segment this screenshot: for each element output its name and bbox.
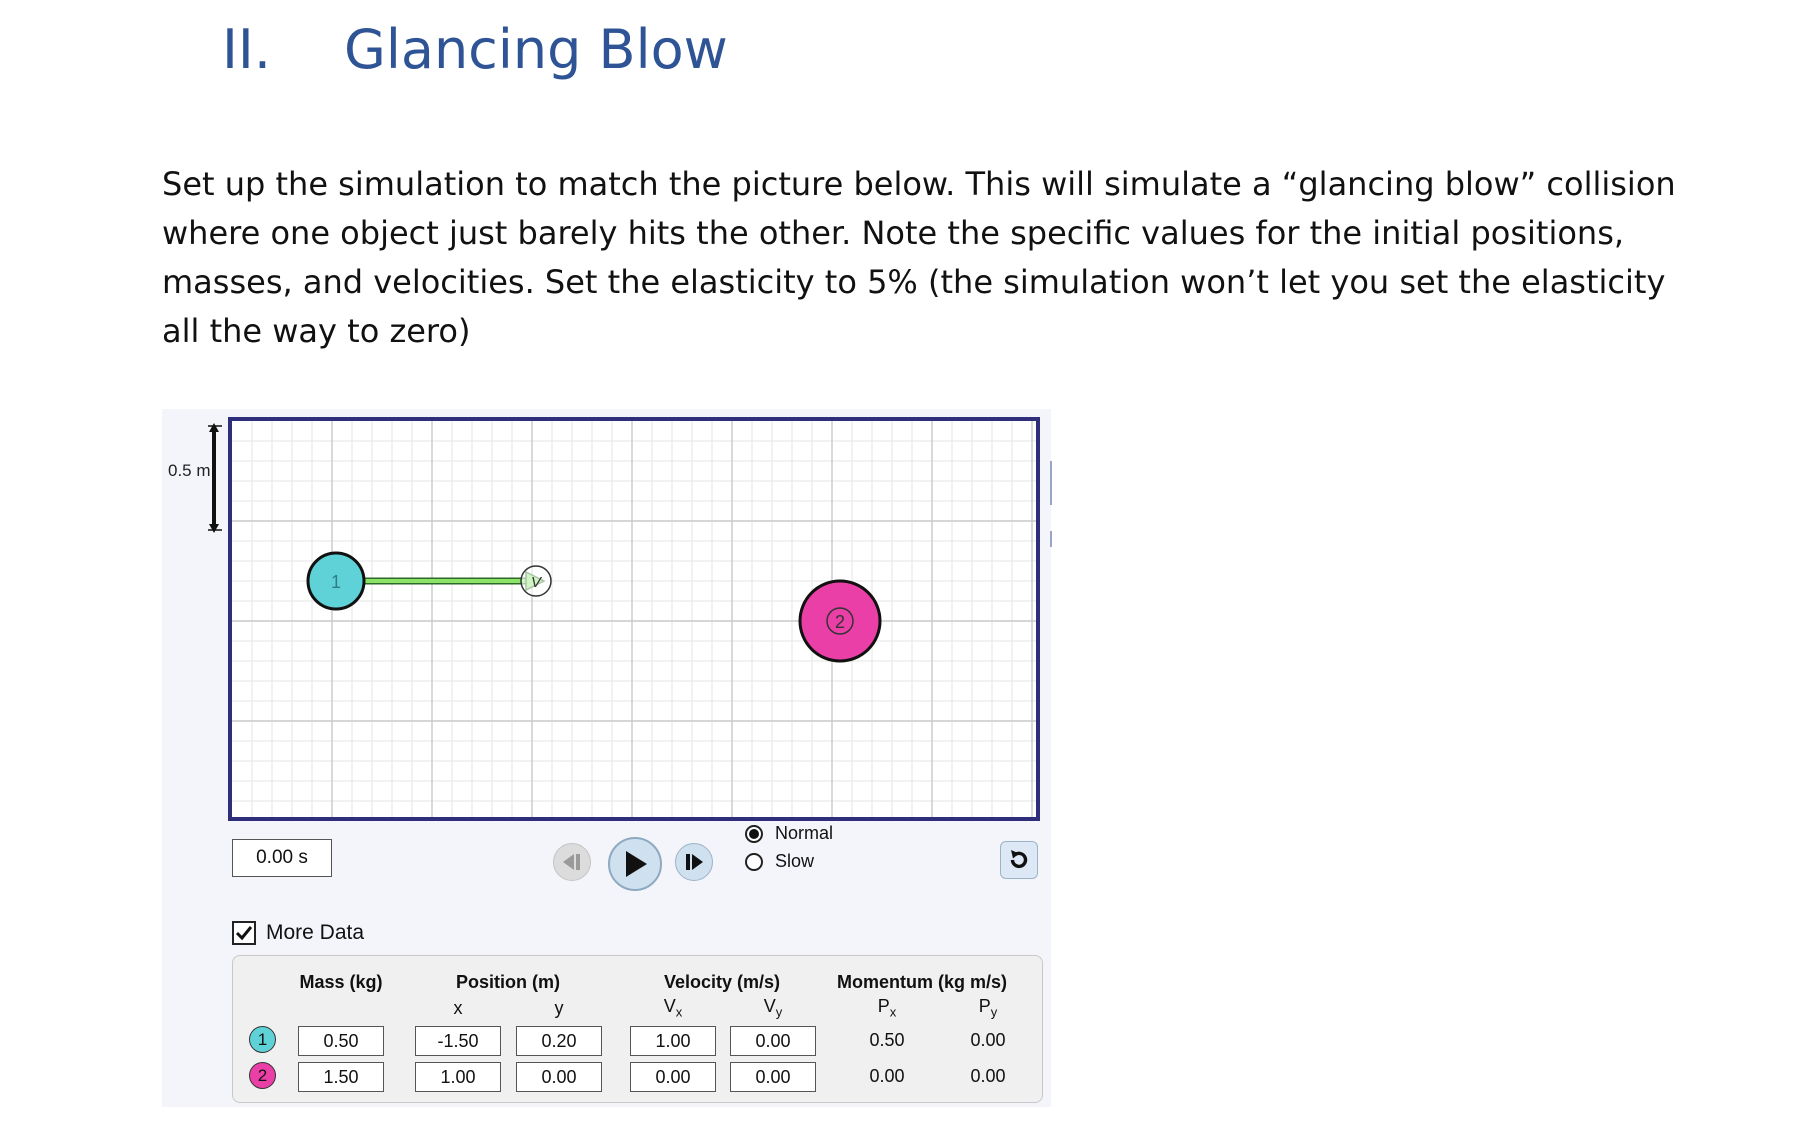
y-input-ball-1[interactable]: 0.20	[516, 1026, 602, 1056]
col-x-label: x	[453, 998, 463, 1018]
section-title: Glancing Blow	[344, 18, 728, 81]
section-number: II.	[222, 18, 272, 81]
play-area[interactable]: V 1 2	[228, 417, 1040, 821]
step-forward-button[interactable]	[675, 843, 713, 881]
vy-input-ball-2[interactable]: 0.00	[730, 1062, 816, 1092]
velocity-handle-label: V	[531, 574, 543, 591]
row-badge-ball-1: 1	[249, 1026, 276, 1053]
py-value-ball-1: 0.00	[970, 1030, 1006, 1050]
row-badge-ball-2: 2	[249, 1062, 276, 1089]
checkmark-icon	[235, 926, 253, 941]
panel-edge-mark	[1050, 531, 1052, 547]
vx-input-ball-2[interactable]: 0.00	[630, 1062, 716, 1092]
col-py-label: Py	[978, 996, 998, 1020]
col-vx-label: Vx	[663, 996, 683, 1020]
step-back-button[interactable]	[553, 843, 591, 881]
position-header: Position (m)	[456, 972, 560, 992]
col-y-label: y	[554, 998, 564, 1018]
speed-option-label: Normal	[775, 823, 834, 843]
mass-input-ball-2[interactable]: 1.50	[298, 1062, 384, 1092]
col-vy-label: Vy	[763, 996, 783, 1020]
reset-button[interactable]	[1000, 841, 1038, 879]
momentum-header: Momentum (kg m/s)	[836, 972, 1008, 992]
play-button[interactable]	[608, 837, 662, 891]
scale-bar	[208, 423, 222, 533]
section-heading: II. Glancing Blow	[222, 12, 728, 88]
ball-2-badge	[826, 607, 854, 635]
reset-icon	[1010, 850, 1028, 869]
velocity-handle[interactable]	[520, 565, 552, 597]
col-px-label: Px	[877, 996, 897, 1020]
x-input-ball-1[interactable]: -1.50	[415, 1026, 501, 1056]
scale-label: 0.5 m	[168, 461, 211, 480]
more-data-toggle[interactable]: More Data	[232, 921, 364, 945]
velocity-header: Velocity (m/s)	[663, 972, 781, 992]
time-display: 0.00 s	[232, 839, 332, 877]
px-value-ball-1: 0.50	[869, 1030, 905, 1050]
mass-input-ball-1[interactable]: 0.50	[298, 1026, 384, 1056]
speed-option-slow[interactable]: Slow	[745, 851, 814, 872]
collision-simulation: 0.5 m V 1 2 0.00 s	[162, 409, 1052, 1107]
vy-input-ball-1[interactable]: 0.00	[730, 1026, 816, 1056]
ball-2-label: 2	[835, 612, 845, 632]
vx-input-ball-1[interactable]: 1.00	[630, 1026, 716, 1056]
speed-option-label: Slow	[775, 851, 815, 871]
more-data-label: More Data	[266, 921, 365, 944]
speed-option-normal[interactable]: Normal	[745, 823, 833, 844]
ball-1[interactable]	[306, 551, 366, 611]
radio-slow[interactable]	[745, 852, 763, 871]
more-data-checkbox[interactable]	[232, 921, 256, 945]
x-input-ball-2[interactable]: 1.00	[415, 1062, 501, 1092]
step-back-icon	[563, 854, 580, 870]
play-icon	[626, 851, 647, 877]
panel-edge-mark	[1050, 461, 1052, 505]
radio-normal[interactable]	[745, 824, 763, 843]
data-table: Mass (kg) Position (m) Velocity (m/s) Mo…	[232, 955, 1043, 1103]
instructions-paragraph: Set up the simulation to match the pictu…	[162, 165, 1676, 350]
px-value-ball-2: 0.00	[869, 1066, 905, 1086]
radio-selected-dot	[749, 828, 759, 839]
mass-header: Mass (kg)	[299, 972, 383, 992]
py-value-ball-2: 0.00	[970, 1066, 1006, 1086]
ball-2[interactable]	[798, 579, 882, 663]
y-input-ball-2[interactable]: 0.00	[516, 1062, 602, 1092]
play-area-grid: V 1 2	[232, 421, 1036, 817]
step-forward-icon	[686, 854, 703, 870]
ball-1-label: 1	[331, 572, 341, 592]
